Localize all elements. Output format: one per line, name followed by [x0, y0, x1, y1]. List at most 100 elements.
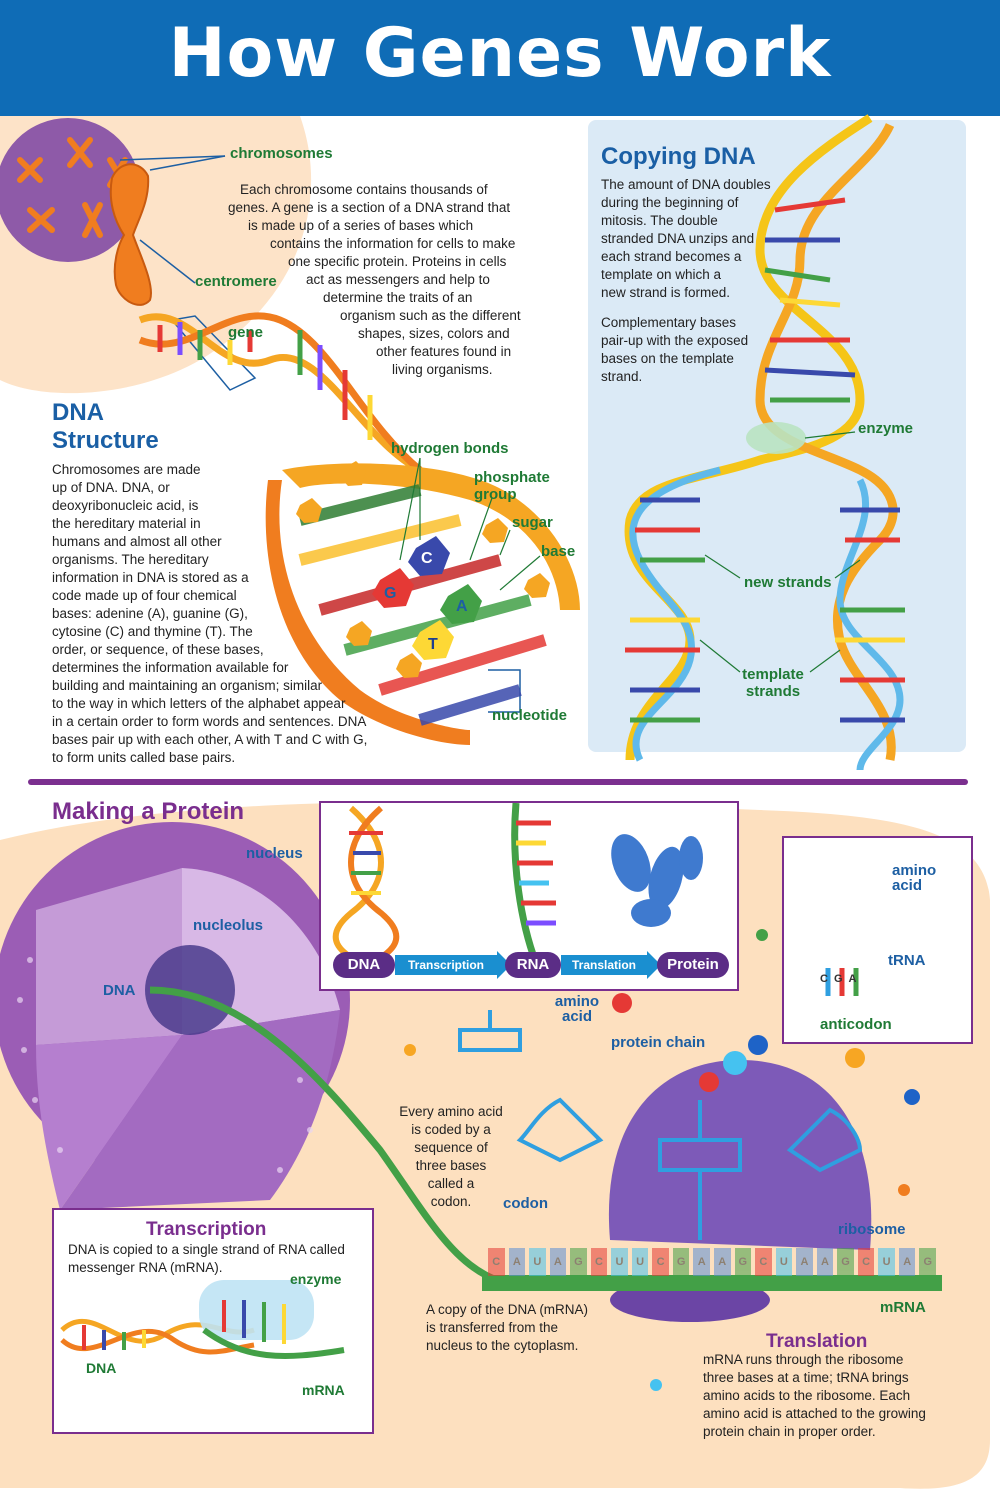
text-line: up of DNA. DNA, or	[52, 480, 170, 495]
translation-text: mRNA runs through the ribosome three bas…	[703, 1351, 963, 1441]
label-amino-acid: amino acid	[550, 994, 604, 1024]
intro-line: determine the traits of an	[323, 290, 473, 305]
label-hydrogen-bonds: hydrogen bonds	[391, 440, 509, 457]
making-protein-heading: Making a Protein	[52, 798, 245, 825]
text-line: three bases	[415, 1158, 487, 1173]
mrna-base: A	[796, 1248, 813, 1276]
intro-line: living organisms.	[392, 362, 493, 377]
text-line: is transferred from the	[426, 1320, 559, 1335]
label-centromere: centromere	[195, 273, 277, 290]
heading-line: Structure	[52, 427, 159, 454]
intro-line: other features found in	[376, 344, 512, 359]
label-anticodon: anticodon	[820, 1016, 892, 1033]
text-line: new strand is formed.	[601, 285, 731, 300]
anticodon-base: A	[848, 973, 863, 985]
text-line: bases pair up with each other, A with T …	[52, 732, 368, 747]
mrna-base: C	[652, 1248, 669, 1276]
text-line: template on which a	[601, 267, 722, 282]
copying-dna-heading: Copying DNA	[601, 143, 756, 170]
label-codon: codon	[503, 1195, 548, 1212]
label-nucleolus: nucleolus	[193, 917, 264, 934]
codon-text: Every amino acid is coded by a sequence …	[386, 1103, 516, 1211]
mrna-base: G	[570, 1248, 587, 1276]
intro-line: Each chromosome contains thousands of	[240, 182, 488, 197]
text-line: the hereditary material in	[52, 516, 201, 531]
label-chromosomes: chromosomes	[230, 145, 333, 162]
mrna-base: A	[549, 1248, 567, 1276]
transcription-label-mrna: mRNA	[302, 1382, 345, 1398]
label-nucleus: nucleus	[246, 845, 303, 862]
label-ribosome: ribosome	[838, 1221, 906, 1238]
text-line: humans and almost all other	[52, 534, 222, 549]
text-line: bases: adenine (A), guanine (G),	[52, 606, 248, 621]
copying-dna-para1: The amount of DNA doubles during the beg…	[601, 176, 801, 302]
label-line: amino	[892, 862, 937, 879]
label-dna-nucleus: DNA	[103, 982, 136, 999]
intro-line: contains the information for cells to ma…	[270, 236, 516, 251]
mrna-base: U	[611, 1248, 628, 1276]
text-line: each strand becomes a	[601, 249, 742, 264]
mrna-text: A copy of the DNA (mRNA) is transferred …	[426, 1301, 626, 1355]
label-line: strands	[745, 683, 801, 700]
mrna-base: A	[714, 1248, 731, 1276]
mrna-base: C	[755, 1248, 772, 1276]
flow-dna: DNA	[333, 952, 395, 978]
base-letter-a: A	[456, 598, 468, 615]
mrna-base: G	[734, 1248, 752, 1276]
mrna-base: C	[590, 1248, 608, 1276]
mrna-base: A	[693, 1248, 710, 1276]
text-line: in a certain order to form words and sen…	[52, 714, 367, 729]
label-line: acid	[892, 877, 923, 894]
text-line: Chromosomes are made	[52, 462, 201, 477]
anticodon-bases: CGA	[820, 973, 862, 985]
text-line: deoxyribonucleic acid, is	[52, 498, 199, 513]
label-phosphate-group: phosphate group	[474, 469, 550, 503]
label-line: template	[742, 666, 804, 683]
mrna-base: A	[508, 1248, 526, 1276]
text-line: is coded by a	[411, 1122, 491, 1137]
label-base: base	[541, 543, 576, 560]
mrna-base: C	[488, 1248, 505, 1276]
flow-rna: RNA	[505, 952, 561, 978]
text-line: to form units called base pairs.	[52, 750, 236, 765]
heading-line: DNA	[52, 399, 104, 426]
intro-line: genes. A gene is a section of a DNA stra…	[228, 200, 511, 215]
flow-translation-arrow: Translation	[561, 951, 661, 979]
text-line: messenger RNA (mRNA).	[68, 1260, 223, 1275]
transcription-box: Transcription DNA is copied to a single …	[52, 1208, 374, 1434]
mrna-base: U	[529, 1248, 546, 1276]
text-line: called a	[427, 1176, 475, 1191]
label-template-strands: template strands	[733, 666, 813, 700]
mrna-base: U	[878, 1248, 895, 1276]
base-letter-c: C	[421, 550, 433, 567]
central-dogma-box: DNA Transcription RNA Translation Protei…	[319, 801, 739, 991]
intro-line: one specific protein. Proteins in cells	[288, 254, 507, 269]
dna-structure-text: Chromosomes are made up of DNA. DNA, or …	[52, 461, 392, 767]
trna-box-amino-acid: amino acid	[892, 863, 936, 893]
mrna-base: A	[898, 1248, 916, 1276]
label-line: amino	[554, 993, 600, 1010]
text-line: determines the information available for	[52, 660, 289, 675]
dna-structure-heading: DNA Structure	[52, 399, 159, 455]
page-title: How Genes Work	[168, 14, 832, 93]
text-line: to the way in which letters of the alpha…	[52, 696, 346, 711]
text-line: pair-up with the exposed	[601, 333, 749, 348]
text-line: during the beginning of	[601, 195, 739, 210]
label-enzyme: enzyme	[858, 420, 914, 437]
mrna-base: G	[837, 1248, 854, 1276]
text-line: Complementary bases	[601, 315, 737, 330]
text-line: information in DNA is stored as a	[52, 570, 249, 585]
text-line: A copy of the DNA (mRNA)	[426, 1302, 589, 1317]
mrna-base: G	[672, 1248, 690, 1276]
text-line: mRNA runs through the ribosome	[703, 1352, 904, 1367]
text-line: building and maintaining an organism; si…	[52, 678, 323, 693]
label-line: acid	[561, 1008, 592, 1025]
flow-transcription-arrow: Transcription	[395, 951, 511, 979]
mrna-base: U	[631, 1248, 649, 1276]
anticodon-base: G	[833, 973, 849, 985]
text-line: protein chain in proper order.	[703, 1424, 876, 1439]
label-protein-chain: protein chain	[611, 1034, 706, 1051]
intro-line: is made up of a series of bases which	[248, 218, 474, 233]
intro-line: shapes, sizes, colors and	[358, 326, 510, 341]
